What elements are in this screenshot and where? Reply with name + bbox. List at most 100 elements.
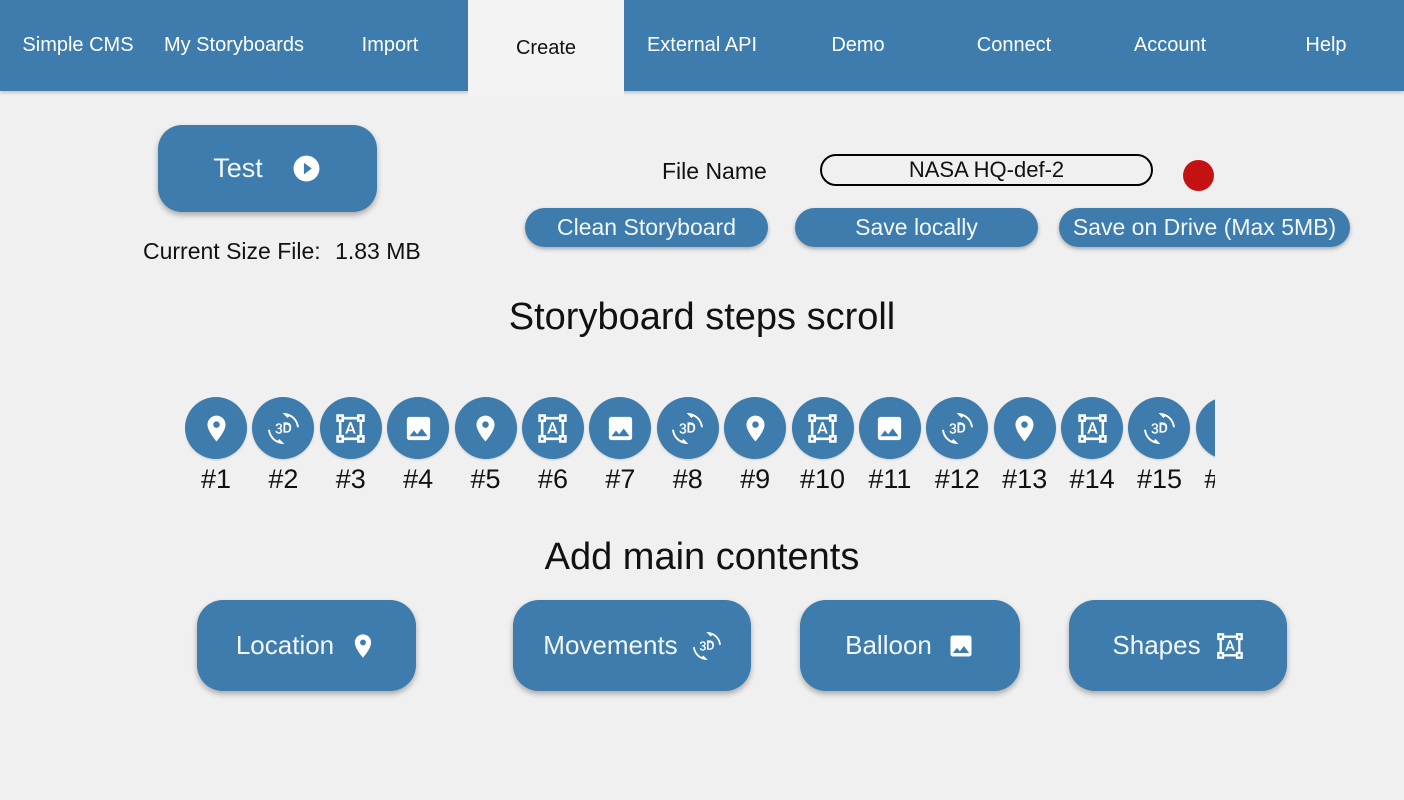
location-pin-icon: [470, 413, 501, 444]
step-circle-button[interactable]: [454, 397, 517, 459]
test-button[interactable]: Test: [158, 125, 377, 212]
image-icon: [947, 632, 975, 660]
test-button-label: Test: [213, 153, 263, 183]
location-pin-icon: [1211, 413, 1215, 444]
step-label: #5: [470, 464, 501, 494]
format-shapes-icon: [335, 413, 366, 444]
step-label: #14: [1069, 464, 1115, 494]
clean-storyboard-button[interactable]: Clean Storyboard: [525, 208, 768, 247]
step-circle-button[interactable]: [656, 397, 719, 459]
storyboard-step: #16: [1195, 397, 1215, 497]
balloon-button[interactable]: Balloon: [800, 600, 1020, 691]
storyboard-step: #5: [454, 397, 517, 497]
location-pin-icon: [201, 413, 232, 444]
step-circle-button[interactable]: [926, 397, 989, 459]
button-label: Balloon: [845, 630, 932, 660]
brand: Simple CMS: [22, 34, 134, 56]
storyboard-step: #8: [656, 397, 719, 497]
add-main-contents-heading: Add main contents: [544, 536, 860, 578]
storyboard-step: #6: [521, 397, 584, 497]
storyboard-step: #1: [185, 397, 247, 497]
location-pin-icon: [740, 413, 771, 444]
nav-item-help[interactable]: Help: [1248, 0, 1404, 91]
step-label: #11: [868, 464, 912, 494]
file-name-input[interactable]: [820, 154, 1153, 186]
step-label: #7: [605, 464, 636, 494]
step-circle-button[interactable]: [521, 397, 584, 459]
save-locally-button[interactable]: Save locally: [795, 208, 1038, 247]
movements-button[interactable]: Movements: [513, 600, 751, 691]
storyboard-step: #2: [252, 397, 315, 497]
image-icon: [874, 413, 905, 444]
storyboard-step: #9: [724, 397, 787, 497]
step-circle-button[interactable]: [589, 397, 652, 459]
step-label: #8: [672, 464, 703, 494]
location-pin-icon: [349, 632, 377, 660]
nav-item-external-api[interactable]: External API: [624, 0, 780, 91]
step-label: #16: [1196, 464, 1215, 495]
storyboard-step: #7: [589, 397, 652, 497]
step-label: #6: [537, 464, 568, 494]
step-circle-button[interactable]: [724, 397, 787, 459]
format-shapes-icon: [537, 413, 568, 444]
step-label: #4: [403, 464, 434, 494]
format-shapes-icon: [1077, 413, 1108, 444]
step-label: #15: [1136, 464, 1182, 494]
3d-rotation-icon: [268, 413, 299, 444]
image-icon: [605, 413, 636, 444]
step-label: #3: [335, 464, 366, 494]
3d-rotation-icon: [1144, 413, 1175, 444]
button-label: Shapes: [1112, 630, 1201, 660]
nav-item-connect[interactable]: Connect: [936, 0, 1092, 91]
nav-item-my-storyboards[interactable]: My Storyboards: [156, 0, 312, 91]
button-label: Movements: [543, 630, 678, 660]
step-label: #9: [740, 464, 771, 494]
status-dot: [1183, 160, 1214, 191]
nav-item-create[interactable]: Create: [468, 0, 624, 96]
shapes-button[interactable]: Shapes: [1069, 600, 1287, 691]
step-circle-button[interactable]: [319, 397, 382, 459]
step-label: #12: [934, 464, 980, 494]
storyboard-step: #10: [791, 397, 854, 497]
save-on-drive-button[interactable]: Save on Drive (Max 5MB): [1059, 208, 1350, 247]
nav-item-demo[interactable]: Demo: [780, 0, 936, 91]
current-size-value: 1.83 MB: [335, 238, 421, 264]
storyboard-step: #3: [319, 397, 382, 497]
location-pin-icon: [1009, 413, 1040, 444]
format-shapes-icon: [1216, 632, 1244, 660]
storyboard-step: #12: [926, 397, 989, 497]
nav-item-import[interactable]: Import: [312, 0, 468, 91]
step-circle-button[interactable]: [993, 397, 1056, 459]
step-circle-button[interactable]: [252, 397, 315, 459]
current-size-label: Current Size File:: [143, 238, 321, 264]
storyboard-step: #13: [993, 397, 1056, 497]
step-label: #13: [1002, 464, 1048, 494]
storyboard-steps-heading: Storyboard steps scroll: [508, 296, 896, 338]
step-circle-button[interactable]: [858, 397, 921, 459]
step-label: #10: [799, 464, 846, 494]
3d-rotation-icon: [693, 632, 721, 660]
step-circle-button[interactable]: [791, 397, 854, 459]
3d-rotation-icon: [672, 413, 703, 444]
step-circle-button[interactable]: [185, 397, 247, 459]
image-icon: [403, 413, 434, 444]
step-circle-button[interactable]: [1061, 397, 1124, 459]
file-name-label: File Name: [662, 158, 767, 184]
step-circle-button[interactable]: [387, 397, 450, 459]
3d-rotation-icon: [942, 413, 973, 444]
storyboard-step: #15: [1128, 397, 1191, 497]
current-size-line: Current Size File: 1.83 MB: [143, 238, 443, 265]
step-label: #1: [200, 464, 232, 494]
button-label: Location: [235, 630, 335, 660]
location-button[interactable]: Location: [197, 600, 416, 691]
step-circle-button[interactable]: [1195, 397, 1215, 459]
storyboard-step: #11: [858, 397, 921, 497]
nav-item-account[interactable]: Account: [1092, 0, 1248, 91]
storyboard-step: #14: [1061, 397, 1124, 497]
play-circle-icon: [291, 153, 322, 184]
storyboard-step: #4: [387, 397, 450, 497]
storyboard-steps-scroll[interactable]: #1 #2 #3 #4 #5 #6 #7 #8 #9 #10 #11 #12 #13 #14 #15 #16: [185, 397, 1215, 497]
step-circle-button[interactable]: [1128, 397, 1191, 459]
step-label: #2: [268, 464, 299, 494]
